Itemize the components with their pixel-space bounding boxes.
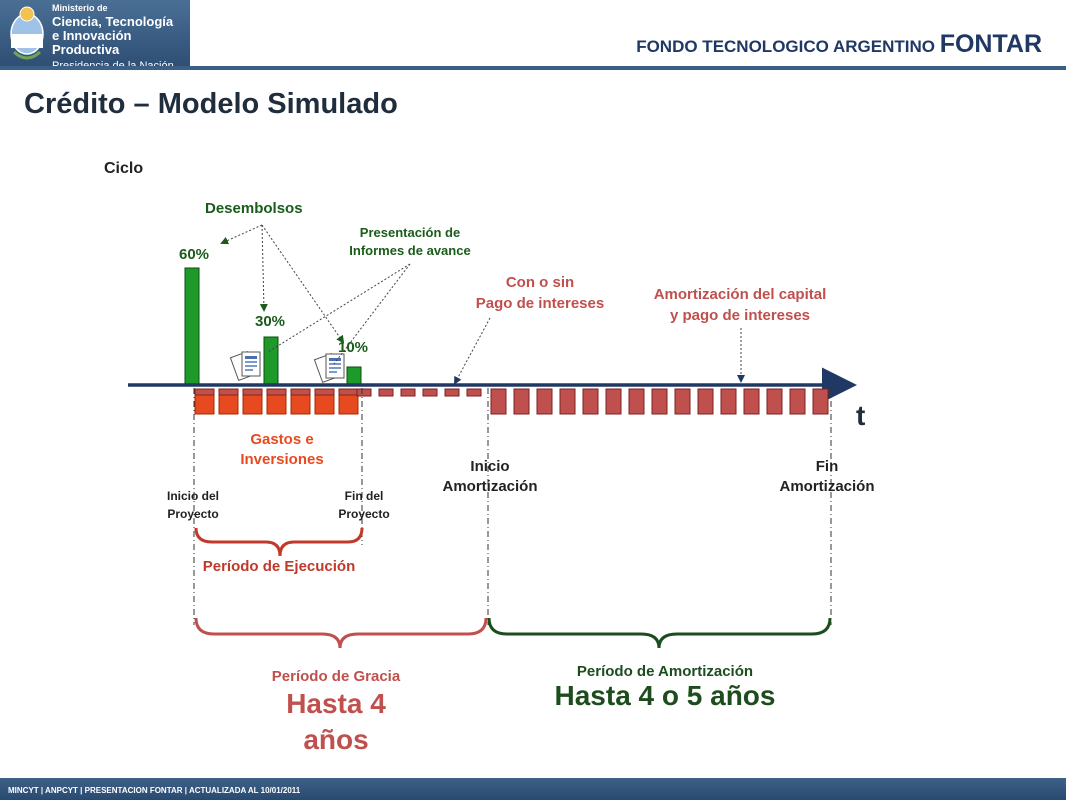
header: Ministerio de Ciencia, Tecnología e Inno… bbox=[0, 0, 1066, 72]
disbursements-label: Desembolsos bbox=[205, 200, 303, 217]
project-start-label: Inicio del Proyecto bbox=[166, 489, 219, 521]
time-label: t bbox=[856, 400, 866, 431]
bar-10 bbox=[346, 366, 362, 386]
header-divider bbox=[0, 66, 1066, 70]
amortization-brace bbox=[487, 617, 832, 649]
grace-duration: Hasta 4 años bbox=[286, 688, 386, 755]
document-icon bbox=[229, 351, 261, 381]
capital-amortization-label: Amortización del capital y pago de inter… bbox=[653, 286, 827, 324]
project-end-label: Fin del Proyecto bbox=[338, 489, 390, 521]
amortization-end-label: Fin Amortización bbox=[779, 458, 875, 495]
amortization-start-label: Inicio Amortización bbox=[442, 458, 538, 495]
bar-60 bbox=[184, 267, 200, 386]
period-guides bbox=[193, 388, 832, 625]
footer-text: MINCYT | ANPCYT | PRESENTACION FONTAR | … bbox=[8, 786, 301, 795]
execution-brace bbox=[194, 527, 364, 557]
page-title: Crédito – Modelo Simulado bbox=[24, 88, 398, 120]
pct-10-label: 10% bbox=[338, 339, 369, 356]
footer: MINCYT | ANPCYT | PRESENTACION FONTAR | … bbox=[0, 778, 1066, 800]
grace-period-label: Período de Gracia bbox=[271, 668, 401, 685]
amortization-period-label: Período de Amortización bbox=[576, 663, 754, 680]
interest-blocks bbox=[356, 388, 482, 397]
pct-30-label: 30% bbox=[255, 313, 286, 330]
document-icon bbox=[313, 353, 345, 383]
amortization-duration: Hasta 4 o 5 años bbox=[554, 680, 776, 711]
ministry-logo: Ministerio de Ciencia, Tecnología e Inno… bbox=[0, 0, 190, 72]
cycle-label: Ciclo bbox=[104, 160, 144, 177]
execution-period-label: Período de Ejecución bbox=[202, 558, 356, 575]
progress-reports-label: Presentación de Informes de avance bbox=[349, 225, 471, 258]
coat-of-arms-icon bbox=[10, 6, 44, 60]
interest-payment-label: Con o sin Pago de intereses bbox=[475, 274, 605, 312]
grace-brace bbox=[194, 617, 488, 649]
bar-30 bbox=[263, 336, 279, 386]
fontar-title: FONDO TECNOLOGICO ARGENTINO FONTAR bbox=[636, 30, 1042, 58]
expenses-label: Gastos e Inversiones bbox=[240, 431, 324, 468]
pct-60-label: 60% bbox=[179, 246, 210, 263]
amortization-blocks bbox=[490, 388, 829, 415]
